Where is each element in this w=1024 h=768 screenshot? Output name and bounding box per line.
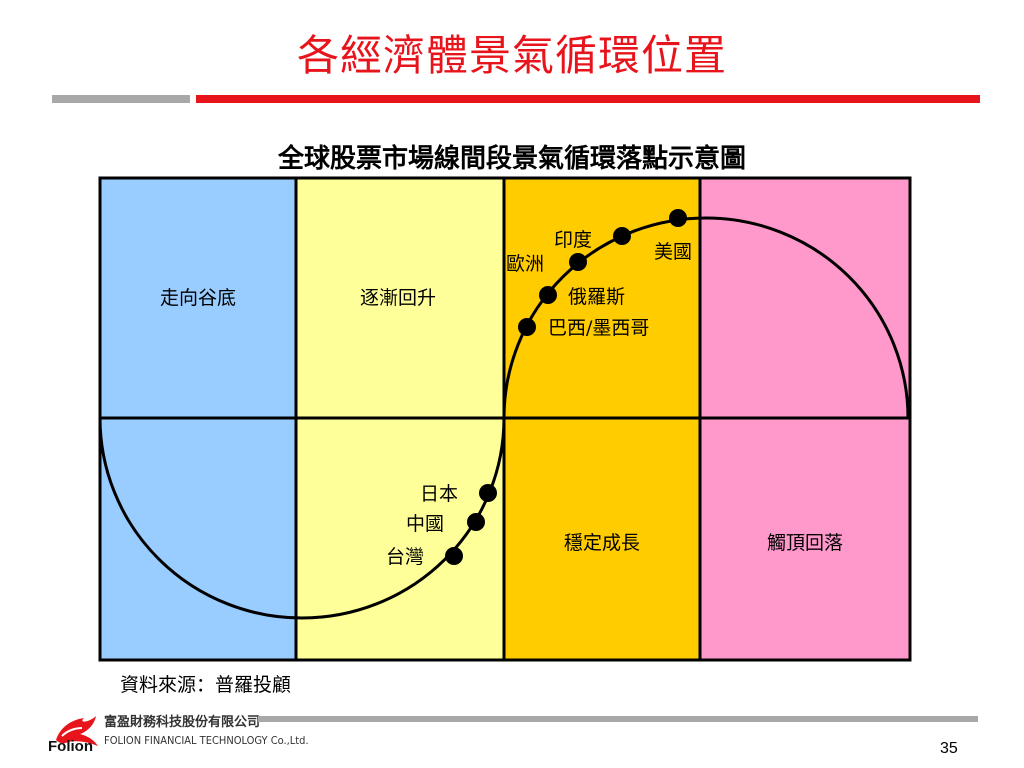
marker-russia <box>539 286 557 304</box>
title-underline-gray <box>52 95 190 103</box>
footer-divider <box>258 716 978 722</box>
country-taiwan: 台灣 <box>386 546 424 568</box>
slide-title: 各經濟體景氣循環位置 <box>296 31 727 80</box>
brand-name: Folion <box>48 738 93 755</box>
folion-logo-icon <box>56 716 98 746</box>
label-peak-decline: 觸頂回落 <box>767 532 843 554</box>
title-underline-red <box>196 95 980 103</box>
country-europe: 歐洲 <box>506 253 544 275</box>
company-name-chinese: 富盈財務科技股份有限公司 <box>104 715 261 730</box>
marker-usa <box>669 209 687 227</box>
marker-india <box>613 227 631 245</box>
country-russia: 俄羅斯 <box>568 286 625 308</box>
data-source: 資料來源：普羅投顧 <box>120 674 292 696</box>
country-usa: 美國 <box>654 241 692 263</box>
country-brazil-mexico: 巴西/墨西哥 <box>548 317 649 339</box>
diagram-subtitle: 全球股票市場線間段景氣循環落點示意圖 <box>277 144 746 174</box>
page-number: 35 <box>940 740 958 757</box>
marker-japan <box>479 484 497 502</box>
label-bottom-reach: 走向谷底 <box>160 287 236 309</box>
marker-brazil-mexico <box>518 318 536 336</box>
country-china: 中國 <box>406 513 444 535</box>
company-name-english: FOLION FINANCIAL TECHNOLOGY Co.,Ltd. <box>104 734 309 747</box>
marker-china <box>467 513 485 531</box>
label-stable-growth: 穩定成長 <box>564 532 640 554</box>
country-india: 印度 <box>554 229 592 251</box>
label-gradual-rise: 逐漸回升 <box>360 287 436 309</box>
cycle-curve <box>98 216 910 620</box>
marker-europe <box>569 253 587 271</box>
marker-taiwan <box>445 547 463 565</box>
country-japan: 日本 <box>420 483 458 505</box>
